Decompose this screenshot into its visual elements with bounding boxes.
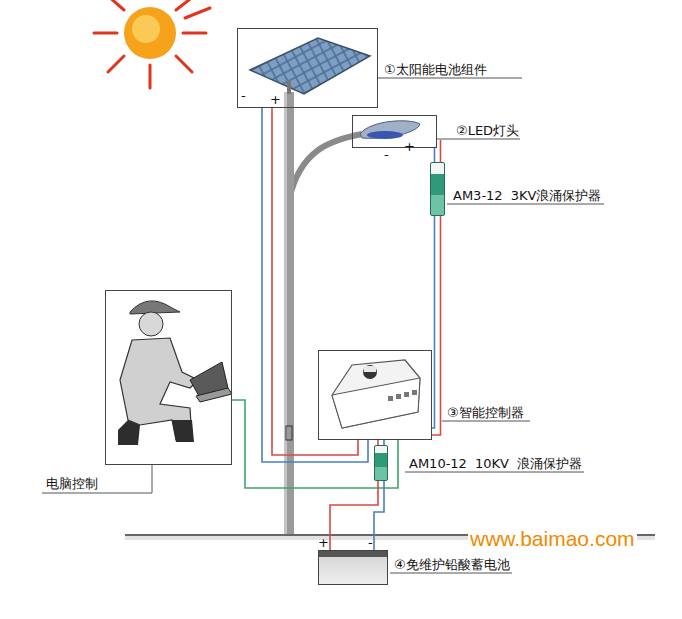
wire bbox=[432, 216, 441, 435]
polarity-mark: + bbox=[270, 93, 281, 107]
wiring-connector bbox=[232, 400, 398, 488]
solar-panel bbox=[250, 38, 370, 94]
controller-box: ③智能控制器 bbox=[318, 350, 432, 440]
led-head-box: ②LED灯头 bbox=[352, 115, 437, 148]
lamp-pole bbox=[284, 92, 362, 536]
wire bbox=[374, 481, 384, 550]
wire bbox=[272, 108, 358, 455]
part-label: AM10-12 10KV 浪涌保护器 bbox=[409, 456, 582, 472]
wire bbox=[434, 148, 436, 162]
surge-protector: AM3-12 3KV浪涌保护器 bbox=[430, 162, 445, 216]
solar-module-box: ①太阳能电池组件 bbox=[237, 28, 378, 108]
wiring-connector bbox=[262, 108, 368, 462]
wire bbox=[432, 216, 435, 428]
part-label: ④免维护铅酸蓄电池 bbox=[394, 557, 510, 573]
wire bbox=[440, 140, 442, 162]
polarity-mark: - bbox=[384, 148, 389, 162]
battery: ④免维护铅酸蓄电池 bbox=[318, 550, 388, 585]
sun bbox=[94, 0, 210, 88]
part-label: ②LED灯头 bbox=[456, 123, 519, 139]
part-label: ①太阳能电池组件 bbox=[384, 62, 487, 78]
leader-lines bbox=[42, 78, 604, 573]
part-label: ③智能控制器 bbox=[447, 405, 524, 421]
polarity-mark: + bbox=[318, 536, 329, 550]
technician-figure bbox=[118, 301, 232, 445]
controller-device bbox=[332, 360, 420, 428]
part-label: 电脑控制 bbox=[46, 476, 98, 492]
surge-protector: AM10-12 10KV 浪涌保护器 bbox=[374, 445, 388, 481]
part-label: AM3-12 3KV浪涌保护器 bbox=[453, 188, 601, 204]
wire bbox=[262, 108, 368, 462]
polarity-mark: + bbox=[404, 140, 415, 154]
wire bbox=[232, 400, 398, 488]
led-lamp-head bbox=[360, 121, 420, 139]
computer-control-box: 电脑控制 bbox=[105, 290, 232, 465]
wiring-connector bbox=[432, 216, 441, 435]
wiring-connector bbox=[435, 140, 441, 162]
polarity-mark: - bbox=[368, 536, 373, 550]
watermark: www.baimao.com bbox=[468, 527, 637, 551]
wiring-connector bbox=[330, 481, 384, 550]
wire bbox=[330, 481, 378, 550]
polarity-mark: - bbox=[241, 89, 246, 103]
